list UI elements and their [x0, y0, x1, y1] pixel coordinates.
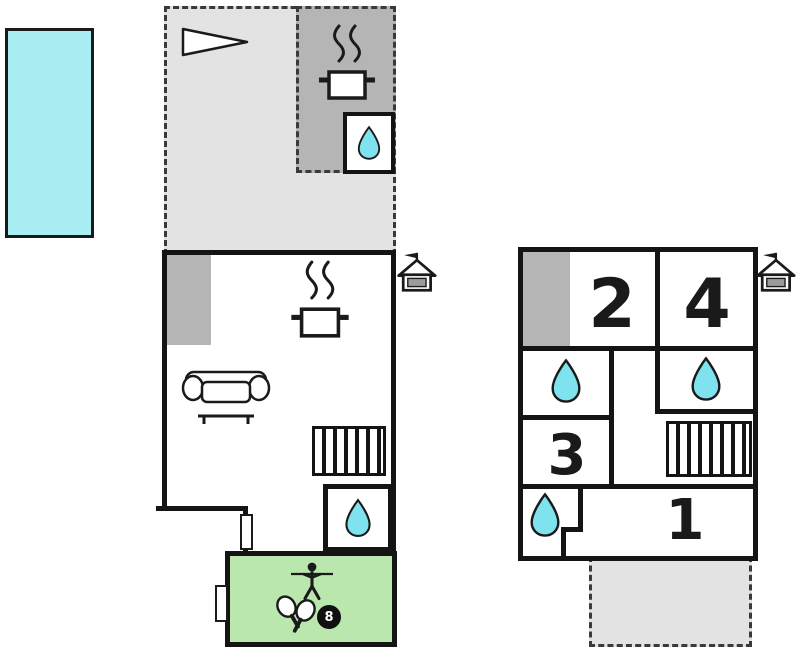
- water-drop-icon: [530, 492, 560, 537]
- room-label-1: 1: [665, 487, 705, 553]
- interior-wall: [578, 484, 583, 532]
- water-drop-icon: [357, 125, 381, 160]
- interior-wall: [561, 527, 566, 561]
- room-label-2: 2: [588, 264, 636, 344]
- water-drop-icon: [345, 498, 371, 537]
- stove-icon: [291, 260, 349, 338]
- interior-wall: [655, 346, 660, 414]
- interior-wall: [523, 415, 614, 420]
- stairs-icon: [666, 421, 752, 477]
- outdoor-shower: [343, 112, 395, 174]
- interior-wall: [523, 346, 753, 351]
- door: [215, 585, 228, 622]
- billiard-8-ball-icon: 8: [317, 605, 341, 629]
- house-flag-icon: [756, 252, 796, 292]
- stairs-icon: [312, 426, 386, 476]
- room-label-4: 4: [683, 264, 731, 344]
- pennant-icon: [181, 27, 249, 57]
- swimming-pool: [5, 28, 94, 238]
- water-drop-icon: [691, 356, 721, 401]
- door: [240, 514, 253, 550]
- ball-number: 8: [324, 609, 334, 625]
- interior-wall: [655, 409, 753, 414]
- water-drop-icon: [551, 358, 581, 403]
- game-room: [225, 551, 397, 647]
- room-label-3: 3: [547, 422, 587, 488]
- sofa-icon: [181, 370, 271, 424]
- first-floor-terrace: [589, 556, 752, 647]
- table-tennis-paddles-icon: [276, 595, 316, 633]
- interior-wall: [561, 527, 583, 532]
- house-flag-icon: [397, 252, 437, 292]
- gray-block-first: [523, 252, 570, 350]
- interior-wall: [655, 252, 660, 351]
- interior-wall: [523, 484, 753, 489]
- gray-block-ground: [167, 255, 211, 345]
- stove-icon: [319, 24, 375, 100]
- foosball-player-icon: [291, 562, 333, 601]
- ground-bathroom: [323, 484, 393, 552]
